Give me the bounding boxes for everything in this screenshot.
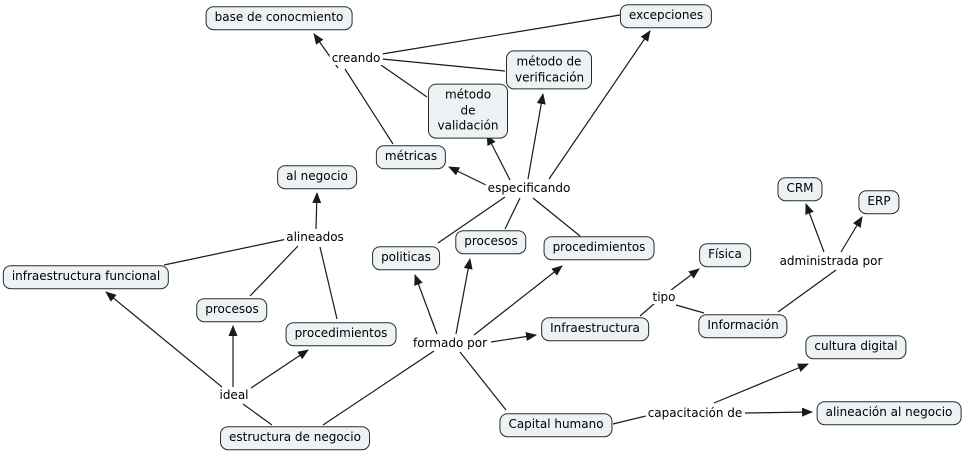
phrase-formado-por[interactable]: formado por (411, 336, 489, 350)
edge-validacion-creando (380, 64, 428, 98)
concept-base-de-conocmiento[interactable]: base de conocmiento (205, 6, 353, 30)
concept-procedimientos-1[interactable]: procedimientos (285, 322, 397, 346)
arrow-especificando-excepciones (548, 30, 651, 180)
concept-estructura-de-negocio[interactable]: estructura de negocio (220, 426, 370, 450)
edge-infra-funcional-alineados (163, 238, 288, 266)
concept-al-negocio[interactable]: al negocio (277, 165, 357, 189)
concept-metodo-de-validacion[interactable]: método de validación (428, 83, 508, 139)
arrow-administrada-por-erp (840, 216, 863, 253)
concept-crm[interactable]: CRM (777, 177, 823, 201)
concept-infraestructura-funcional[interactable]: infraestructura funcional (2, 265, 170, 289)
concept-infraestructura[interactable]: Infraestructura (541, 317, 649, 341)
concept-metodo-de-verificacion[interactable]: método de verificación (506, 50, 592, 90)
edge-formado-por-capital-humano (459, 351, 507, 411)
arrow-especificando-validacion (486, 134, 511, 181)
phrase-tipo[interactable]: tipo (650, 290, 678, 304)
concept-procedimientos-2[interactable]: procedimientos (543, 236, 655, 260)
arrow-formado-por-procedimientos2 (473, 265, 563, 336)
edge-estructura-ideal (242, 403, 273, 426)
edge-tipo-informacion (675, 304, 705, 314)
concept-excepciones[interactable]: excepciones (619, 4, 713, 28)
arrow-alineados-al-negocio (312, 192, 322, 230)
concept-politicas[interactable]: politicas (372, 246, 440, 270)
arrow-ideal-infraestructura-funcional (105, 291, 223, 388)
concept-informacion[interactable]: Información (698, 314, 788, 338)
concept-fisica[interactable]: Física (699, 243, 751, 267)
concept-metricas[interactable]: métricas (375, 145, 447, 169)
edge-procesos1-alineados (249, 245, 299, 297)
phrase-especificando[interactable]: especificando (485, 181, 573, 195)
edge-procesos2-especificando (504, 197, 521, 230)
concept-capital-humano[interactable]: Capital humano (499, 413, 613, 437)
arrow-capacitacion-alineacion (744, 407, 813, 417)
arrow-formado-por-infraestructura (490, 332, 537, 343)
arrow-ideal-procedimientos1 (250, 349, 309, 389)
arrow-especificando-metricas (448, 166, 489, 187)
edge-metricas-creando (344, 68, 394, 145)
concept-procesos-2[interactable]: procesos (455, 230, 527, 254)
concept-erp[interactable]: ERP (858, 190, 900, 214)
arrow-administrada-por-crm (805, 203, 825, 253)
edge-informacion-administrada-por (777, 269, 837, 313)
phrase-capacitacion-de[interactable]: capacitación de (645, 406, 745, 420)
concept-cultura-digital[interactable]: cultura digital (805, 335, 907, 359)
edge-verificacion-creando (381, 58, 506, 72)
arrow-especificando-verificacion (527, 93, 546, 180)
edge-capital-humano-capacitacion (612, 415, 647, 425)
edge-excepciones-creando (381, 14, 621, 55)
arrow-capacitacion-cultura-digital (713, 363, 809, 404)
concept-alineacion-al-negocio[interactable]: alineación al negocio (816, 401, 962, 425)
edge-procedimientos2-especificando (532, 197, 581, 237)
arrow-formado-por-politicas (414, 274, 438, 335)
phrase-ideal[interactable]: ideal (217, 388, 251, 402)
arrow-tipo-fisica (670, 268, 700, 291)
phrase-creando[interactable]: creando (329, 51, 383, 65)
phrase-administrada-por[interactable]: administrada por (777, 254, 885, 268)
edge-procedimientos1-alineados (319, 246, 338, 320)
edge-politicas-especificando (437, 196, 506, 244)
concept-procesos-1[interactable]: procesos (196, 298, 268, 322)
edge-estructura-formado-por (322, 350, 435, 426)
phrase-alineados[interactable]: alineados (284, 230, 346, 244)
edge-infraestructura-tipo (639, 302, 656, 317)
arrow-formado-por-procesos2 (455, 258, 473, 335)
